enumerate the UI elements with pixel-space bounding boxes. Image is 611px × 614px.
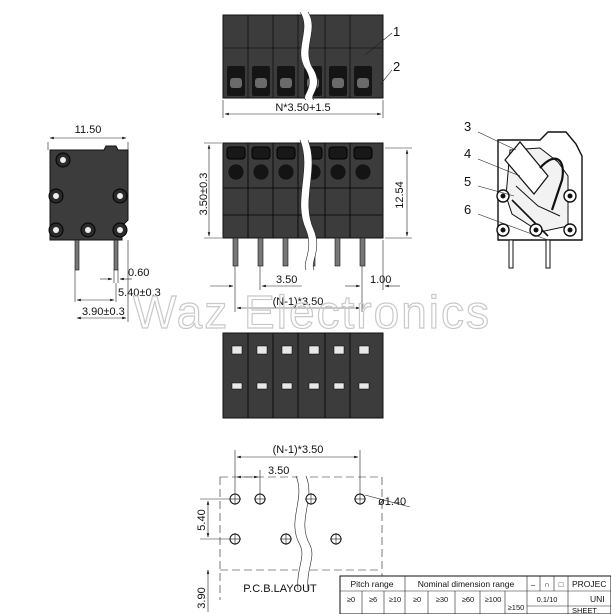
dim-front-height-a: 3.50±0.3 bbox=[198, 173, 210, 216]
side-view: 11.50 0.60 5.40±0.3 3.90±0.3 bbox=[47, 124, 161, 322]
tb-pitch-range: Pitch range bbox=[351, 579, 394, 589]
tb-project: PROJEC bbox=[572, 579, 606, 589]
dim-front-height-b: 12.54 bbox=[394, 181, 406, 209]
tb-nominal-col-4: ≥100 bbox=[485, 595, 502, 604]
callout-3: 3 bbox=[464, 119, 471, 134]
bottom-view bbox=[222, 332, 384, 419]
front-view: 12.54 3.50±0.3 3.50 1.00 (N-1)*3.50 bbox=[198, 139, 412, 312]
tb-tolerance: 0.1/10 bbox=[537, 595, 558, 604]
tb-nominal-col-2: ≥30 bbox=[436, 595, 448, 604]
callout-5: 5 bbox=[464, 174, 471, 189]
pcb-edge-label: 3.90 bbox=[196, 587, 208, 608]
svg-text:□: □ bbox=[559, 580, 564, 589]
callout-1: 1 bbox=[393, 24, 400, 39]
dim-pin-depth-b: 3.90±0.3 bbox=[82, 306, 125, 318]
top-view: N*3.50+1.5 1 2 bbox=[222, 11, 400, 118]
tb-sheet: SHEET bbox=[572, 606, 597, 614]
svg-text:∩: ∩ bbox=[544, 580, 549, 589]
watermark-text: Waz Electronics bbox=[133, 286, 491, 338]
title-block: Pitch range Nominal dimension range ≥0 ≥… bbox=[339, 575, 611, 614]
pcb-layout: (N-1)*3.50 3.50 ø1.40 5.40 3.90 P.C.B.LA… bbox=[196, 444, 411, 612]
tb-pitch-col-3: ≥10 bbox=[389, 595, 401, 604]
dim-pin-pitch: 3.50 bbox=[276, 274, 297, 286]
dim-pin-depth-a: 5.40±0.3 bbox=[118, 287, 161, 299]
dim-pin-offset: 1.00 bbox=[370, 274, 391, 286]
tb-pitch-col-2: ≥6 bbox=[369, 595, 377, 604]
tb-unit: UNI bbox=[590, 594, 605, 604]
svg-text:–: – bbox=[531, 580, 536, 589]
cross-section: 3 4 5 6 bbox=[464, 119, 583, 269]
tb-nominal: Nominal dimension range bbox=[418, 579, 515, 589]
pcb-hole-label: ø1.40 bbox=[378, 496, 406, 508]
pcb-title: P.C.B.LAYOUT bbox=[243, 583, 317, 595]
dim-pin-span: (N-1)*3.50 bbox=[273, 296, 324, 308]
pcb-span-label: (N-1)*3.50 bbox=[273, 444, 324, 456]
pcb-pitch-label: 3.50 bbox=[268, 465, 289, 477]
tb-nominal-col-5: ≥150 bbox=[508, 603, 525, 612]
tb-nominal-col-3: ≥60 bbox=[462, 595, 474, 604]
callout-4: 4 bbox=[464, 146, 471, 161]
dim-pin-width: 0.60 bbox=[128, 267, 149, 279]
pcb-row-spacing-label: 5.40 bbox=[196, 509, 208, 530]
dim-top-width: N*3.50+1.5 bbox=[275, 102, 330, 114]
callout-2: 2 bbox=[393, 59, 400, 74]
tb-pitch-col-1: ≥0 bbox=[347, 595, 355, 604]
callout-6: 6 bbox=[464, 202, 471, 217]
dim-side-width: 11.50 bbox=[75, 124, 102, 136]
tb-nominal-col-1: ≥0 bbox=[413, 595, 421, 604]
